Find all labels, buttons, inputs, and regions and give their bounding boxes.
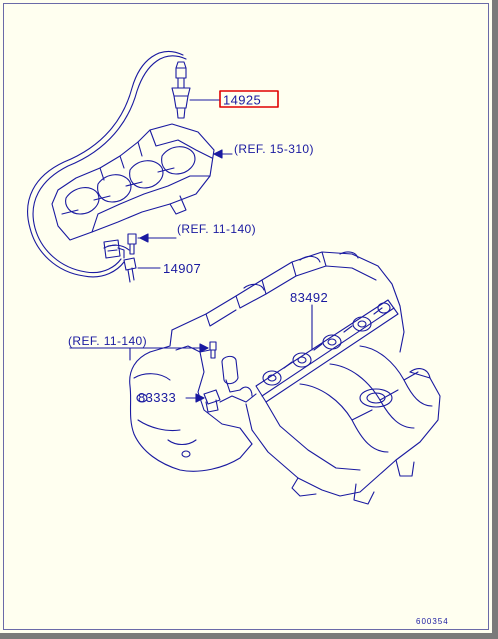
part-number-ignition-coil[interactable]: 83492 [290, 290, 328, 305]
engine-cylinder-head [149, 251, 405, 353]
ignition-coil-rail [255, 299, 399, 403]
lower-mounting-bolt [209, 341, 217, 359]
arrow-exhaust-manifold [213, 149, 223, 159]
part-number-harness-bracket[interactable]: 83333 [138, 390, 176, 405]
sensor-wire-harness [27, 50, 187, 278]
ref-label-exhaust-manifold[interactable]: (REF. 15-310) [234, 142, 314, 156]
oxygen-sensor [171, 61, 191, 119]
harness-connector [221, 355, 253, 397]
exhaust-manifold [51, 123, 215, 241]
sensor-connector [103, 239, 125, 259]
harness-bracket [203, 389, 221, 413]
selected-part-highlight [219, 90, 279, 108]
diagram-code: 600354 [416, 617, 449, 626]
part-number-oxygen-sensor[interactable]: 14925 [223, 93, 261, 108]
part-number-sensor-clip[interactable]: 14907 [163, 261, 201, 276]
intake-manifold [245, 345, 441, 505]
ref-label-upper-bolt[interactable]: (REF. 11-140) [177, 222, 256, 236]
lower-engine-block [129, 345, 257, 472]
sensor-wire-clip [123, 257, 137, 283]
ref-label-lower-bolt[interactable]: (REF. 11-140) [68, 334, 147, 348]
upper-mounting-bolt [127, 233, 137, 255]
